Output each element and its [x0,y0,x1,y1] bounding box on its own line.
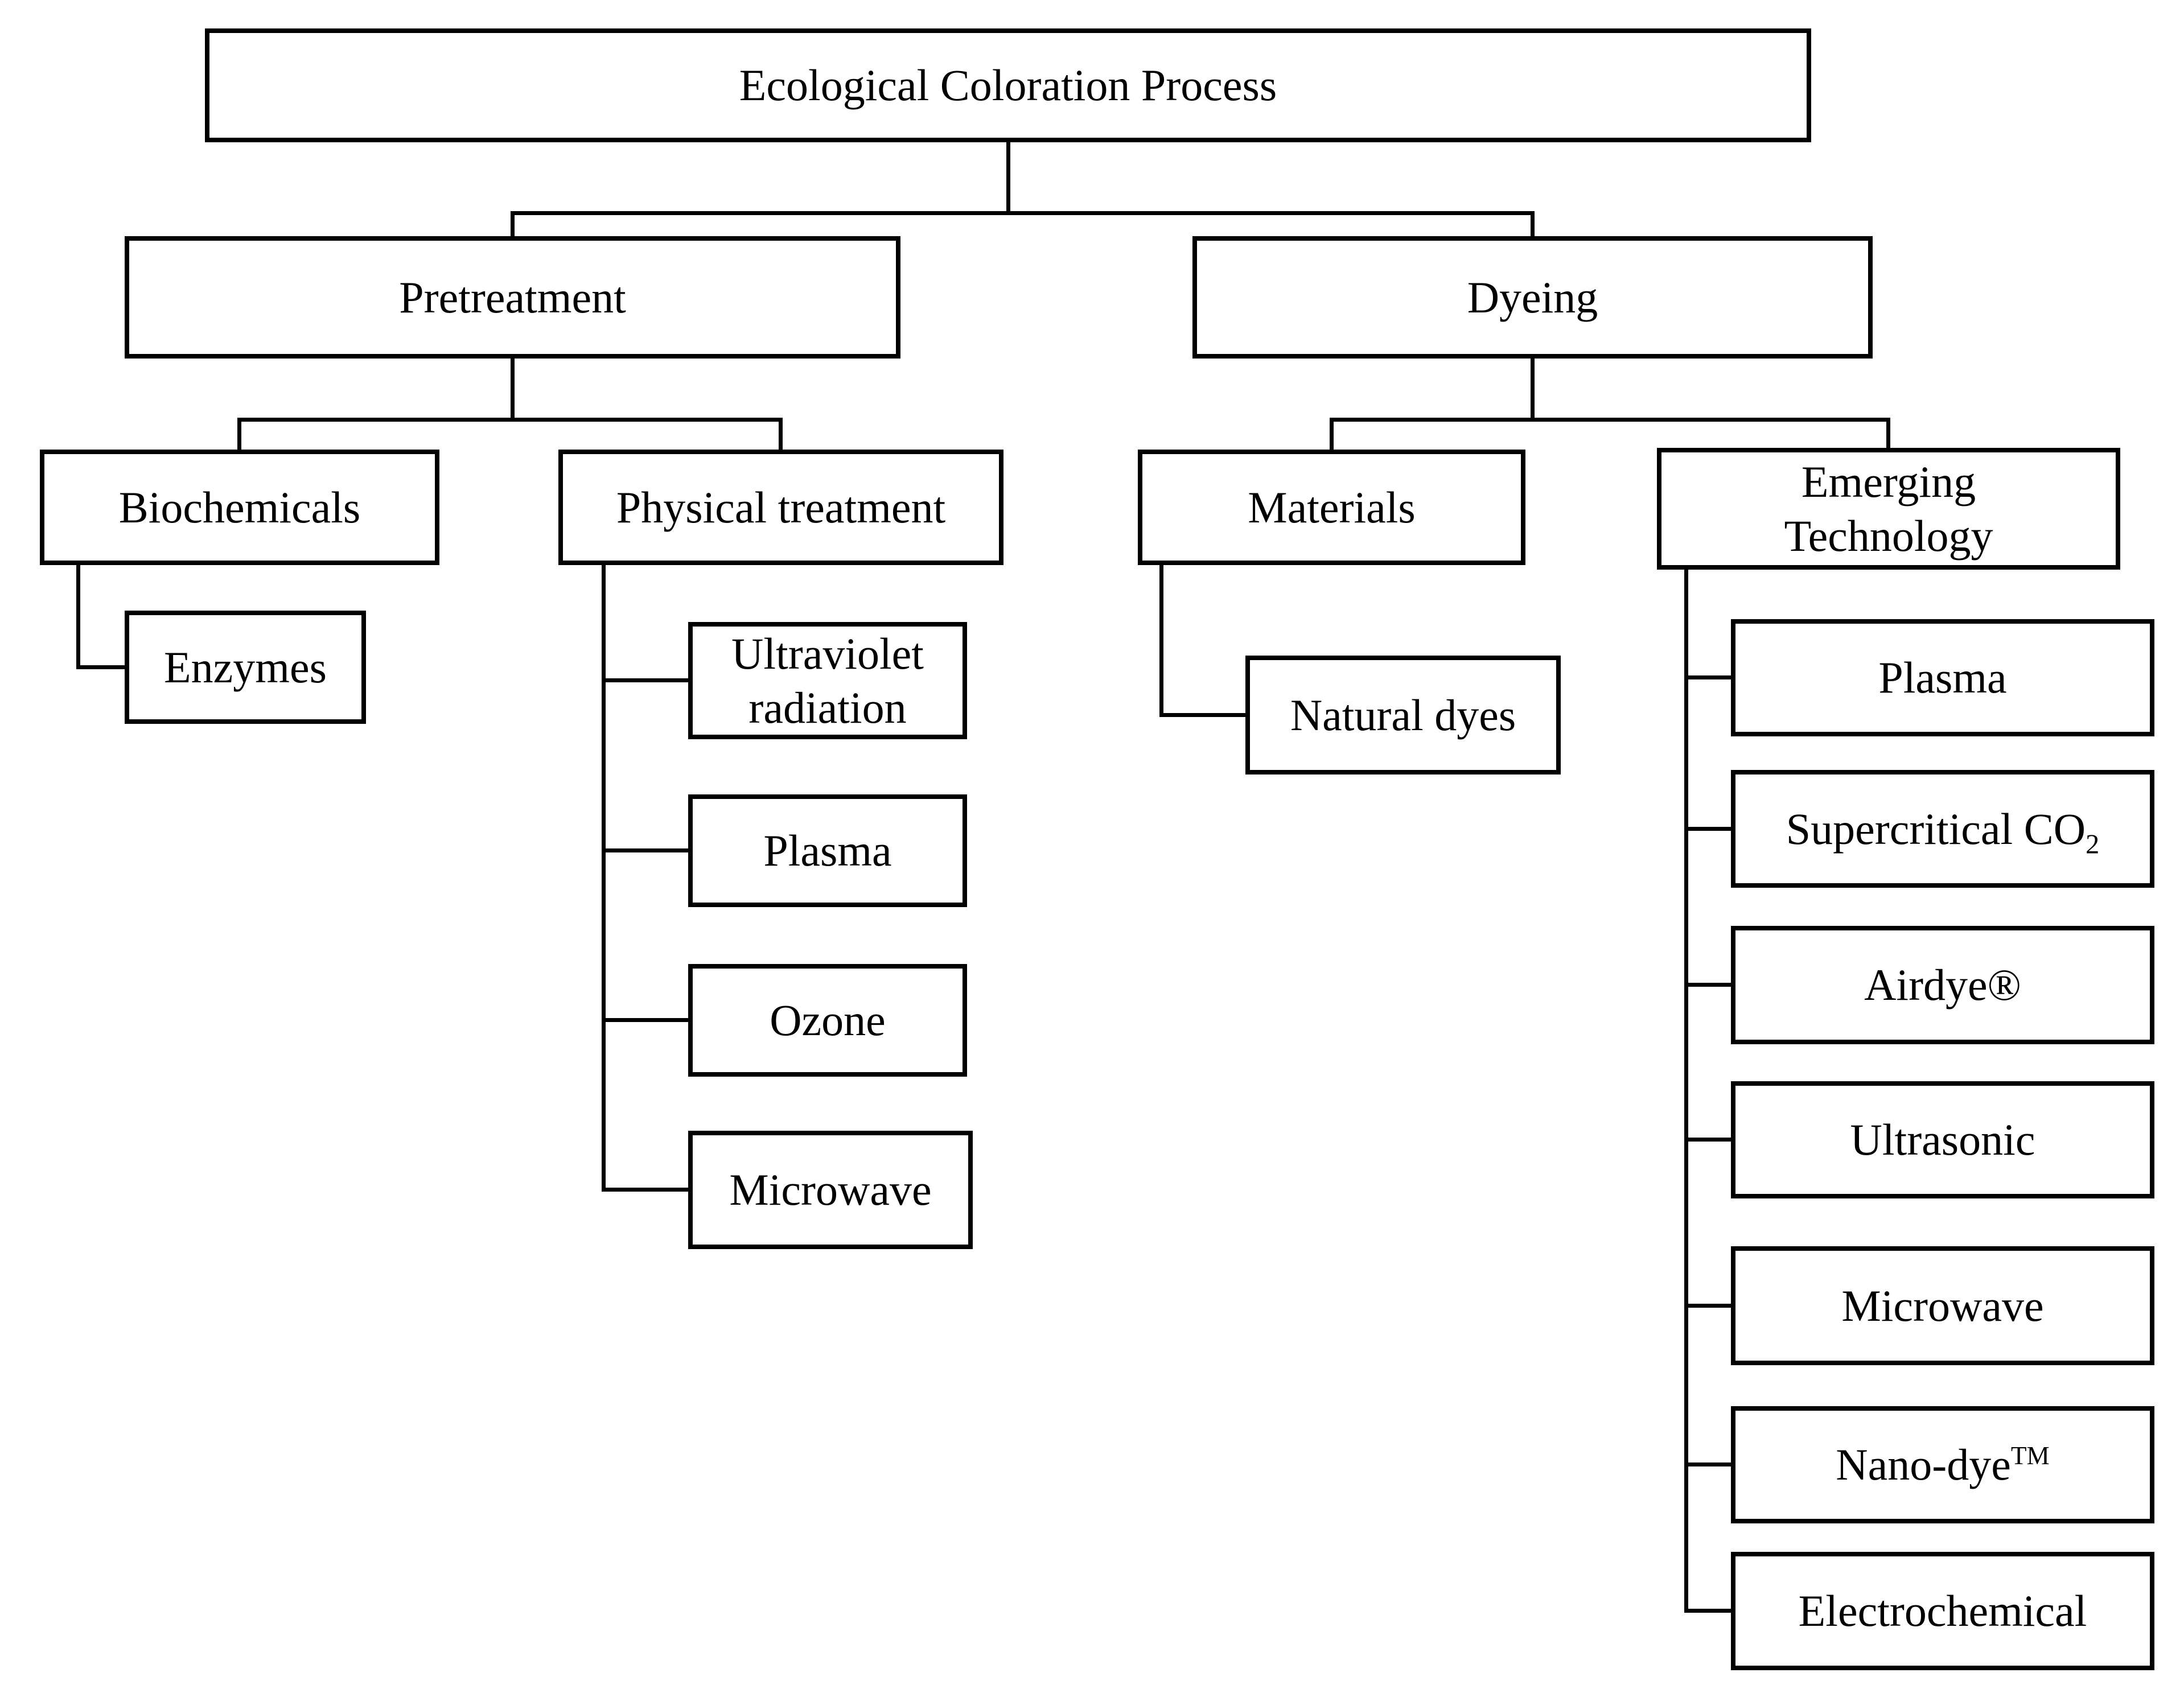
node-label: Plasma [1878,653,2007,703]
connector-to-microwave-dyeing [1684,1304,1731,1308]
connector-to-electrochemical [1684,1609,1731,1613]
connector-root-to-dyeing [1531,211,1535,238]
co2-subscript: 2 [2086,829,2100,860]
connector-to-enzymes [76,665,125,669]
node-materials: Materials [1138,450,1525,565]
node-label: Electrochemical [1798,1586,2087,1636]
node-label: Dyeing [1467,272,1598,322]
node-microwave-pretreatment: Microwave [688,1131,973,1249]
connector-to-materials [1330,418,1334,450]
node-label: Nano-dyeTM [1836,1440,2050,1490]
connector-to-ultraviolet-radiation [602,678,688,682]
trademark-superscript: TM [2010,1441,2050,1470]
connector-to-supercritical-co2 [1684,827,1731,831]
connector-dyeing-crossbar [1330,418,1890,422]
node-label: Airdye® [1864,960,2021,1010]
node-label: Supercritical CO2 [1786,804,2100,860]
connector-root-to-pretreatment [511,211,515,238]
node-label: Emerging Technology [1784,456,1993,561]
connector-to-plasma-dyeing [1684,675,1731,679]
node-label: Ozone [770,995,886,1045]
connector-root-trunk [1006,142,1010,215]
connector-emerging-trunk [1684,570,1688,1613]
connector-to-natural-dyes [1159,713,1245,717]
connector-materials-trunk [1159,565,1163,717]
connector-root-crossbar [511,211,1535,215]
node-ozone: Ozone [688,964,967,1077]
node-ultraviolet-radiation: Ultraviolet radiation [688,622,967,739]
node-biochemicals: Biochemicals [40,450,439,565]
node-natural-dyes: Natural dyes [1245,656,1561,774]
node-nano-dye: Nano-dyeTM [1731,1406,2154,1523]
connector-to-nano-dye [1684,1462,1731,1466]
node-plasma-dyeing: Plasma [1731,619,2154,736]
node-enzymes: Enzymes [125,611,366,724]
connector-to-ozone [602,1018,688,1022]
node-label: Plasma [763,826,892,876]
node-dyeing: Dyeing [1192,236,1873,359]
connector-physical-trunk [602,565,606,1192]
node-label: Ecological Coloration Process [739,60,1277,110]
node-label: Ultraviolet radiation [731,628,924,732]
node-label: Ultrasonic [1850,1115,2035,1165]
connector-dyeing-trunk [1531,359,1535,418]
node-label: Materials [1248,482,1416,532]
node-airdye: Airdye® [1731,926,2154,1044]
node-emerging-technology: Emerging Technology [1657,448,2120,570]
connector-to-physical-treatment [779,418,783,450]
node-label: Enzymes [164,642,327,692]
node-microwave-dyeing: Microwave [1731,1246,2154,1365]
connector-to-plasma-pretreatment [602,848,688,852]
node-label: Physical treatment [616,482,946,532]
connector-to-biochemicals [237,418,241,450]
node-pretreatment: Pretreatment [125,236,900,359]
node-label: Biochemicals [118,482,361,532]
node-supercritical-co2: Supercritical CO2 [1731,770,2154,888]
node-ultrasonic: Ultrasonic [1731,1081,2154,1198]
node-label: Microwave [1841,1280,2044,1330]
node-label: Microwave [729,1165,932,1215]
connector-biochemicals-trunk [76,565,80,669]
node-physical-treatment: Physical treatment [558,450,1003,565]
connector-to-ultrasonic [1684,1138,1731,1142]
connector-to-emerging-technology [1886,418,1890,448]
node-ecological-coloration-process: Ecological Coloration Process [205,28,1811,142]
connector-to-airdye [1684,983,1731,987]
node-label: Pretreatment [399,272,626,322]
node-plasma-pretreatment: Plasma [688,794,967,907]
node-electrochemical: Electrochemical [1731,1552,2154,1670]
node-label: Natural dyes [1290,690,1516,740]
connector-pretreatment-crossbar [237,418,783,422]
connector-pretreatment-trunk [511,359,515,418]
connector-to-microwave-pretreatment [602,1188,688,1192]
